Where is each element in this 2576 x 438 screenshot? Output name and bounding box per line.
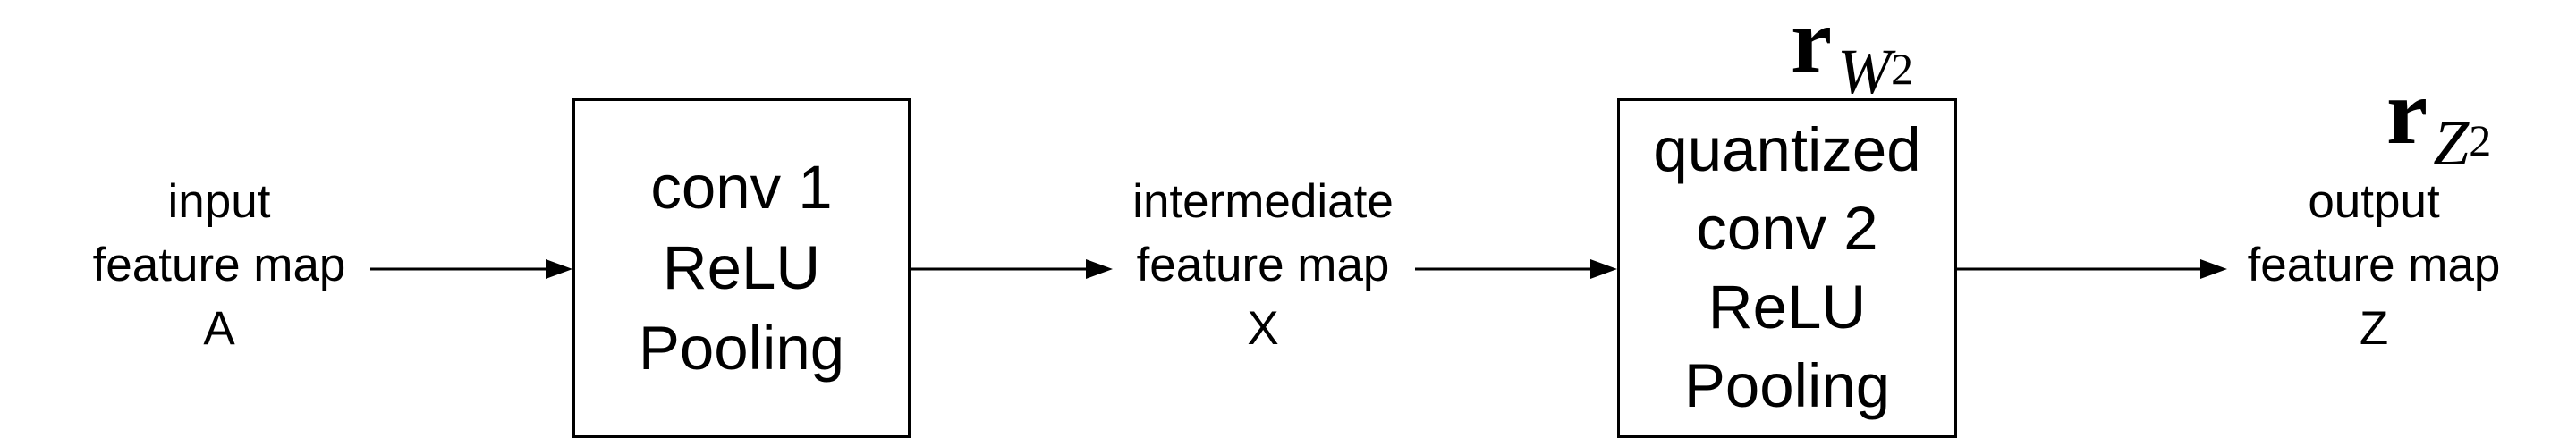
conv1-block-text: conv 1 ReLU Pooling: [639, 147, 844, 389]
output-feature-map-label: output feature map Z: [2222, 170, 2526, 360]
r-w2-base: r: [1791, 0, 1833, 92]
pooling2-label: Pooling: [1683, 351, 1891, 420]
input-label-line-3: A: [203, 302, 235, 355]
conv1-block: conv 1 ReLU Pooling: [572, 98, 911, 438]
input-feature-map-label: input feature map A: [54, 170, 385, 360]
intermediate-feature-map-label: intermediate feature map X: [1102, 170, 1424, 360]
relu1-label: ReLU: [662, 233, 821, 302]
r-w2-symbol: rW2: [1791, 0, 1913, 104]
pooling1-label: Pooling: [638, 314, 845, 383]
r-z2-sub: Z: [2433, 107, 2470, 179]
r-z2-symbol: rZ2: [2386, 66, 2491, 176]
arrow-input-to-conv1: [370, 259, 572, 279]
conv2-block-text: quantized conv 2 ReLU Pooling: [1653, 111, 1920, 425]
r-w2-subsub: 2: [1891, 44, 1914, 94]
intermediate-label-line-2: feature map: [1136, 239, 1390, 291]
relu2-label: ReLU: [1707, 273, 1867, 341]
input-label-line-1: input: [167, 175, 271, 228]
output-label-line-2: feature map: [2247, 239, 2501, 291]
intermediate-label-line-1: intermediate: [1132, 175, 1394, 228]
r-z2-base: r: [2386, 61, 2428, 164]
r-z2-subsub: 2: [2469, 115, 2492, 165]
output-label-line-3: Z: [2359, 302, 2389, 355]
output-label-line-1: output: [2308, 175, 2440, 228]
quantized-label: quantized: [1653, 115, 1921, 184]
conv2-block: quantized conv 2 ReLU Pooling: [1617, 98, 1957, 438]
r-w2-sub: W: [1837, 36, 1892, 107]
conv1-label: conv 1: [650, 153, 833, 222]
arrow-conv1-to-intermediate: [910, 259, 1113, 279]
arrow-conv2-to-output: [1957, 259, 2227, 279]
input-label-line-2: feature map: [92, 239, 346, 291]
conv2-label: conv 2: [1696, 194, 1878, 263]
arrow-intermediate-to-conv2: [1415, 259, 1617, 279]
intermediate-label-line-3: X: [1247, 302, 1279, 355]
